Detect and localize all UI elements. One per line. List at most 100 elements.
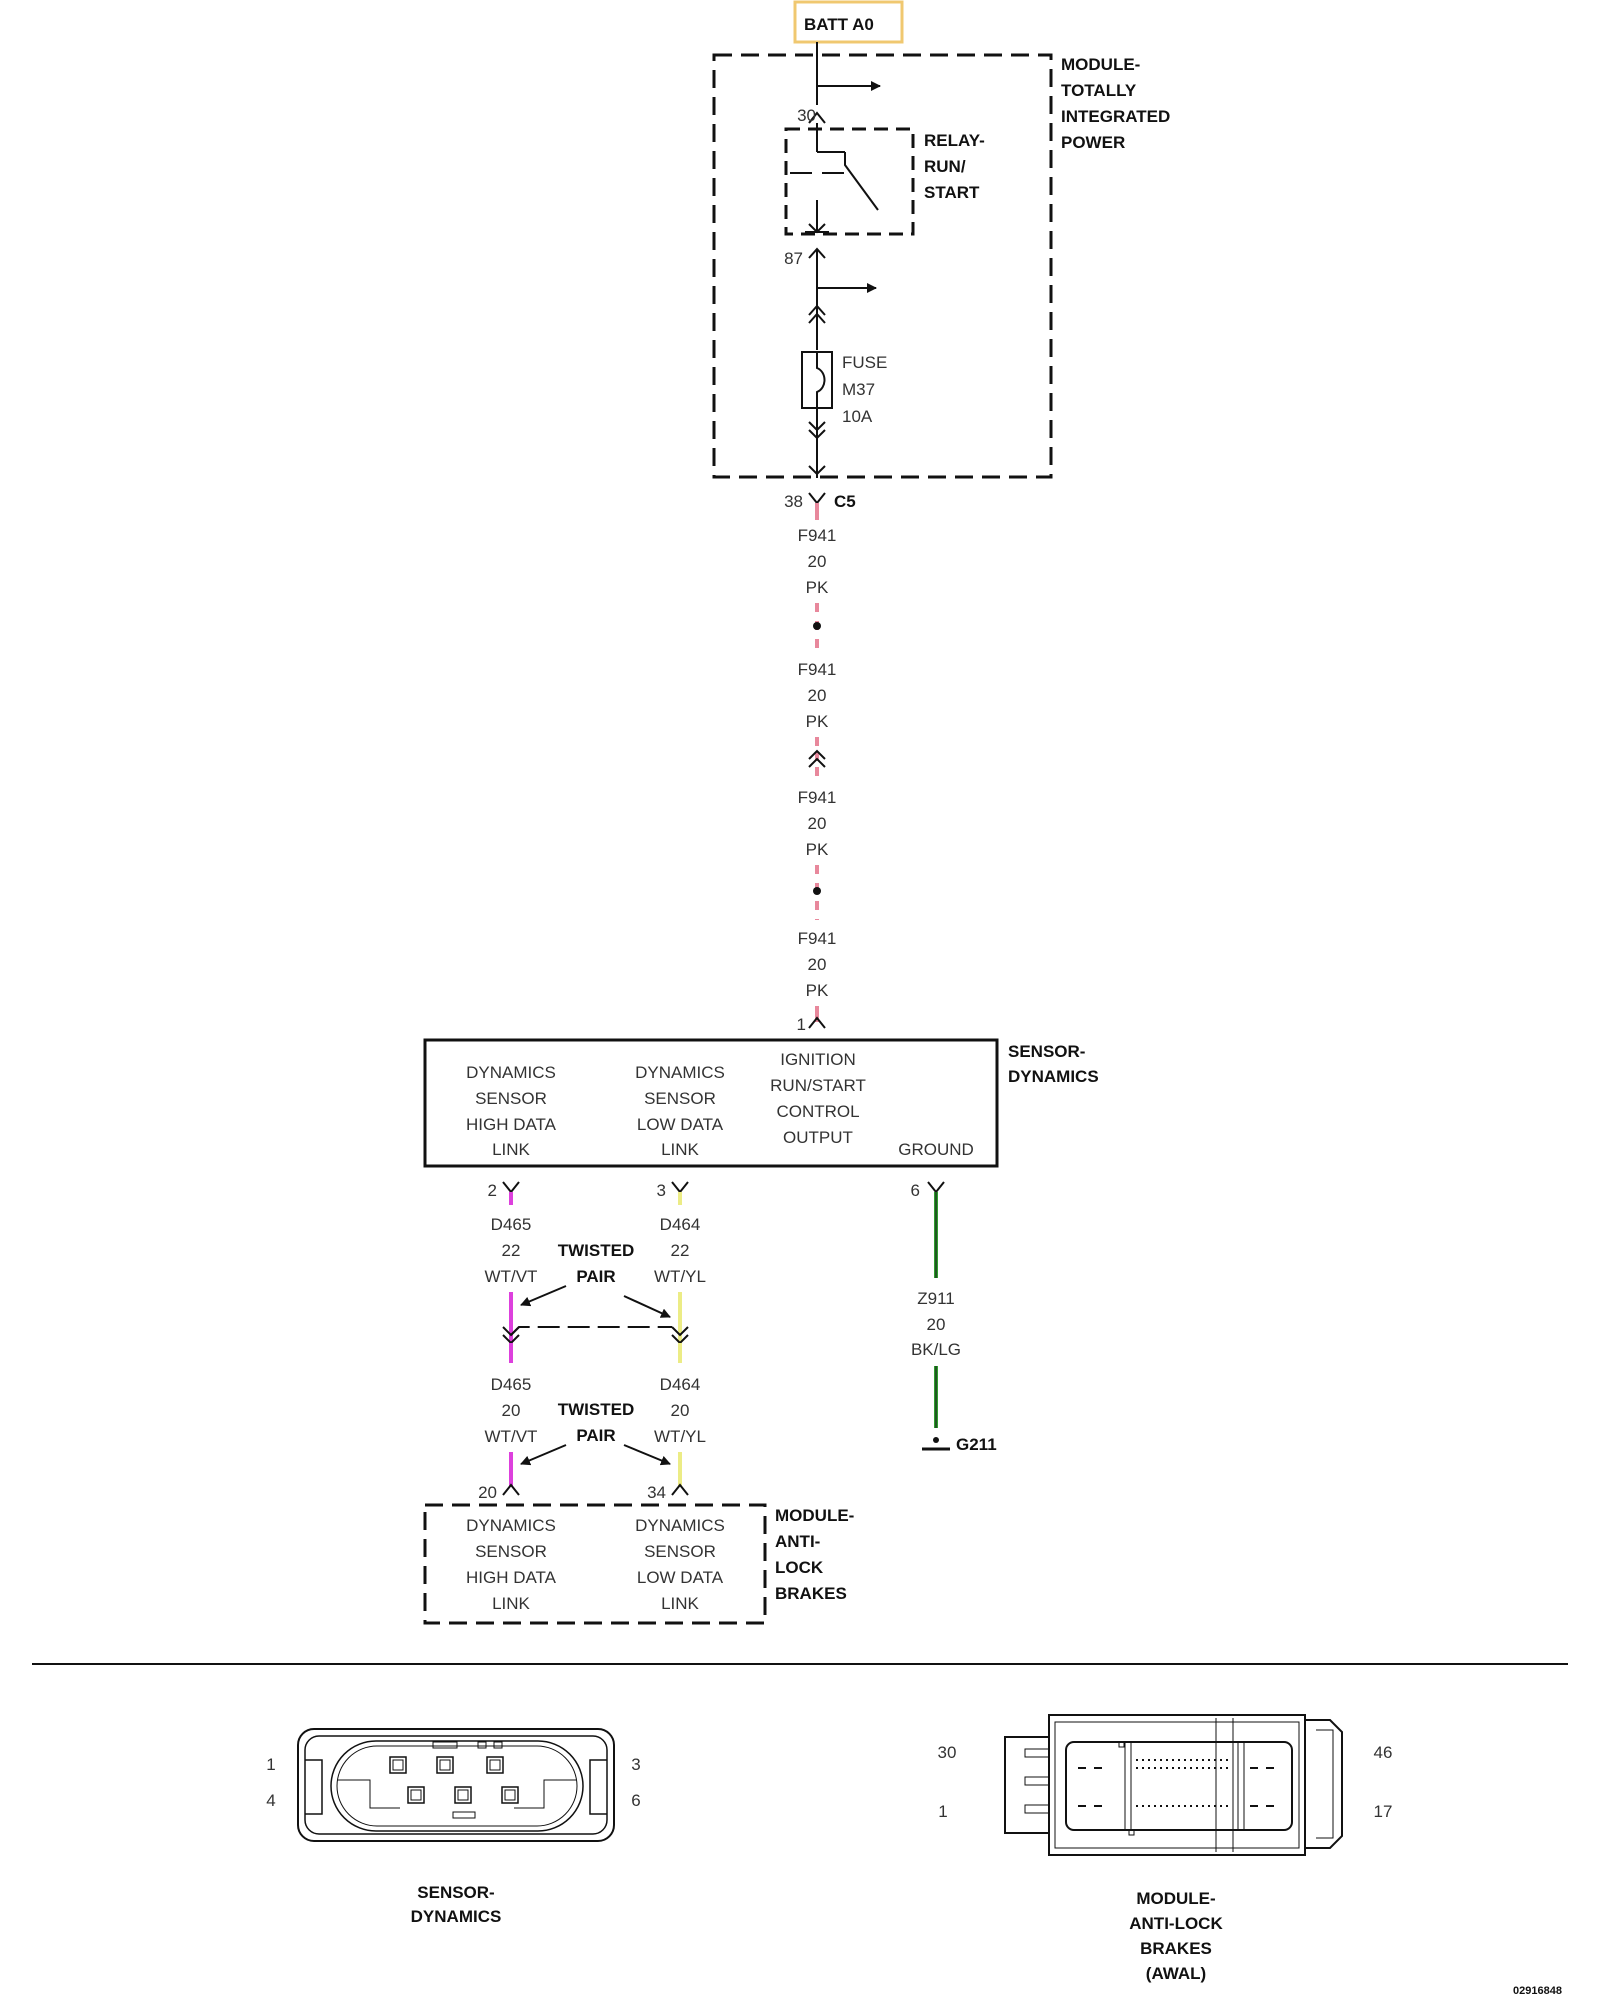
sensor-title-2: DYNAMICS: [1008, 1067, 1099, 1086]
ground-label: G211: [956, 1435, 997, 1454]
abs-low-2: SENSOR: [644, 1542, 716, 1561]
abs-conn-pin-30: 30: [938, 1743, 957, 1762]
d465a-circuit: D465: [491, 1215, 532, 1234]
sensor-connector-face: [297, 1728, 615, 1842]
abs-conn-caption-3: BRAKES: [1140, 1939, 1212, 1958]
batt-label: BATT A0: [804, 15, 874, 34]
d465b-gauge: 20: [502, 1401, 521, 1420]
f941-4-gauge: 20: [808, 955, 827, 974]
d464b-color: WT/YL: [654, 1427, 706, 1446]
twisted-pair-1-line1: TWISTED: [558, 1241, 635, 1260]
abs-conn-pin-17: 17: [1374, 1802, 1393, 1821]
twisted-pair-2-line2: PAIR: [576, 1426, 615, 1445]
sensor-title-1: SENSOR-: [1008, 1042, 1085, 1061]
abs-high-3: HIGH DATA: [466, 1568, 557, 1587]
twisted-pair-2-arrow-left: [520, 1444, 567, 1466]
z911-circuit: Z911: [917, 1289, 955, 1308]
sensor-low-1: DYNAMICS: [635, 1063, 725, 1082]
tipm-module-box: [712, 53, 1053, 479]
sensor-pin-1-chevron: [808, 1016, 826, 1029]
sensor-pin-2-label: 2: [488, 1181, 497, 1200]
sensor-high-3: HIGH DATA: [466, 1115, 557, 1134]
f941-2-gauge: 20: [808, 686, 827, 705]
abs-high-1: DYNAMICS: [466, 1516, 556, 1535]
z911-gauge: 20: [927, 1315, 946, 1334]
sensor-ground-label: GROUND: [898, 1140, 974, 1159]
relay-box: [784, 127, 915, 236]
abs-title-3: LOCK: [775, 1558, 824, 1577]
d465a-gauge: 22: [502, 1241, 521, 1260]
abs-pin-34-label: 34: [647, 1483, 666, 1502]
fuse-label-1: FUSE: [842, 353, 887, 372]
sensor-low-2: SENSOR: [644, 1089, 716, 1108]
inline-connector-chevron-1: [808, 749, 826, 760]
tipm-title-3: INTEGRATED: [1061, 107, 1170, 126]
d464b-circuit: D464: [660, 1375, 701, 1394]
pin-30-label: 30: [797, 106, 816, 125]
f941-2-circuit: F941: [798, 660, 837, 679]
sensor-ign-4: OUTPUT: [783, 1128, 853, 1147]
d464-inline-chevron-1: [671, 1326, 689, 1337]
sensor-pin-1-label: 1: [797, 1015, 806, 1034]
splice-dot-1: [813, 622, 821, 630]
sensor-dynamics-box: [423, 1038, 999, 1168]
tipm-title-2: TOTALLY: [1061, 81, 1137, 100]
fuse-out-chevron-1: [808, 421, 826, 432]
sensor-ign-3: CONTROL: [776, 1102, 859, 1121]
abs-conn-pin-46: 46: [1374, 1743, 1393, 1762]
abs-conn-caption-1: MODULE-: [1136, 1889, 1215, 1908]
abs-title-1: MODULE-: [775, 1506, 854, 1525]
abs-pin-20-chevron: [502, 1483, 520, 1496]
abs-low-1: DYNAMICS: [635, 1516, 725, 1535]
sensor-high-2: SENSOR: [475, 1089, 547, 1108]
fuse-label-2: M37: [842, 380, 875, 399]
c5-pin-chevron: [808, 492, 826, 505]
sensor-low-3: LOW DATA: [637, 1115, 724, 1134]
f941-3-color: PK: [806, 840, 829, 859]
sensor-ign-2: RUN/START: [770, 1076, 866, 1095]
d465b-circuit: D465: [491, 1375, 532, 1394]
abs-conn-caption-2: ANTI-LOCK: [1129, 1914, 1223, 1933]
ground-dot: [933, 1437, 939, 1443]
sensor-conn-pin-4: 4: [266, 1791, 275, 1810]
d465a-color: WT/VT: [485, 1267, 538, 1286]
f941-3-circuit: F941: [798, 788, 837, 807]
twisted-pair-1-arrow-left: [520, 1285, 567, 1307]
d464a-color: WT/YL: [654, 1267, 706, 1286]
z911-color: BK/LG: [911, 1340, 961, 1359]
relay-title-3: START: [924, 183, 980, 202]
tipm-title-4: POWER: [1061, 133, 1125, 152]
sensor-conn-pin-3: 3: [631, 1755, 640, 1774]
abs-connector-face: [1004, 1714, 1343, 1856]
inline-connector-chevron-2: [808, 757, 826, 768]
abs-high-4: LINK: [492, 1594, 530, 1613]
abs-pin-34-chevron: [671, 1483, 689, 1496]
sensor-ign-1: IGNITION: [780, 1050, 856, 1069]
relay-title-1: RELAY-: [924, 131, 985, 150]
twisted-pair-2-line1: TWISTED: [558, 1400, 635, 1419]
relay-title-2: RUN/: [924, 157, 966, 176]
abs-pin-20-label: 20: [478, 1483, 497, 1502]
f941-2-color: PK: [806, 712, 829, 731]
sensor-conn-caption-2: DYNAMICS: [411, 1907, 502, 1926]
f941-1-gauge: 20: [808, 552, 827, 571]
abs-low-3: LOW DATA: [637, 1568, 724, 1587]
f941-3-gauge: 20: [808, 814, 827, 833]
pin-30-chevron: [808, 111, 826, 124]
f941-1-circuit: F941: [798, 526, 837, 545]
abs-high-2: SENSOR: [475, 1542, 547, 1561]
tipm-title-1: MODULE-: [1061, 55, 1140, 74]
f941-1-color: PK: [806, 578, 829, 597]
sensor-low-4: LINK: [661, 1140, 699, 1159]
sensor-high-4: LINK: [492, 1140, 530, 1159]
tipm-exit-chevron: [808, 465, 826, 476]
d465b-color: WT/VT: [485, 1427, 538, 1446]
sensor-pin-6-label: 6: [911, 1181, 920, 1200]
d464a-circuit: D464: [660, 1215, 701, 1234]
batt-box: [793, 0, 904, 44]
abs-conn-caption-4: (AWAL): [1146, 1964, 1206, 1983]
reference-number: 02916848: [1513, 1985, 1562, 1997]
sensor-pin-3-label: 3: [657, 1181, 666, 1200]
fuse-in-chevron-1: [808, 304, 826, 316]
splice-dot-2: [813, 887, 821, 895]
